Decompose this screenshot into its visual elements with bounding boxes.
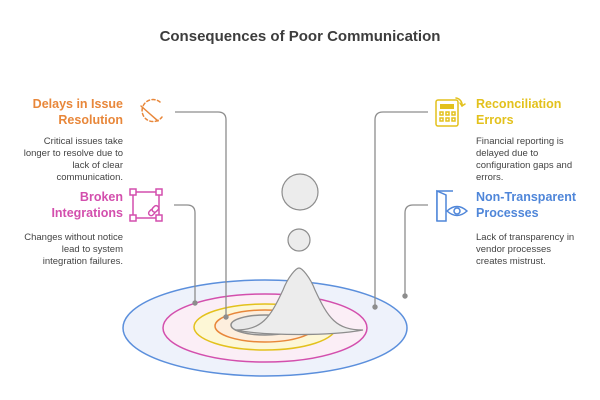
reconciliation-heading: Reconciliation Errors bbox=[476, 97, 562, 127]
reconciliation-description: Financial reporting is delayed due to co… bbox=[476, 136, 573, 183]
non-transparent-description: Lack of transparency in vendor processes… bbox=[476, 232, 575, 267]
door-eye-icon bbox=[436, 189, 469, 222]
large-drop bbox=[281, 173, 319, 211]
non-transparent-heading: Non-Transparent Processes bbox=[476, 190, 577, 220]
small-drop bbox=[287, 228, 311, 252]
connector-reconciliation bbox=[374, 111, 428, 307]
delays-heading: Delays in Issue Resolution bbox=[32, 97, 123, 127]
clock-icon bbox=[140, 98, 163, 123]
page-title: Consequences of Poor Communication bbox=[159, 28, 441, 45]
link-icon bbox=[129, 188, 163, 222]
broken-integrations-heading: Broken Integrations bbox=[51, 190, 123, 220]
connector-non-transparent bbox=[404, 204, 428, 296]
broken-integrations-description: Changes without notice lead to system in… bbox=[24, 232, 123, 267]
water-splash bbox=[234, 267, 364, 336]
delays-description: Critical issues take longer to resolve d… bbox=[23, 136, 123, 183]
connector-broken bbox=[174, 204, 196, 303]
calculator-icon bbox=[435, 97, 466, 127]
connector-delays bbox=[175, 111, 227, 317]
